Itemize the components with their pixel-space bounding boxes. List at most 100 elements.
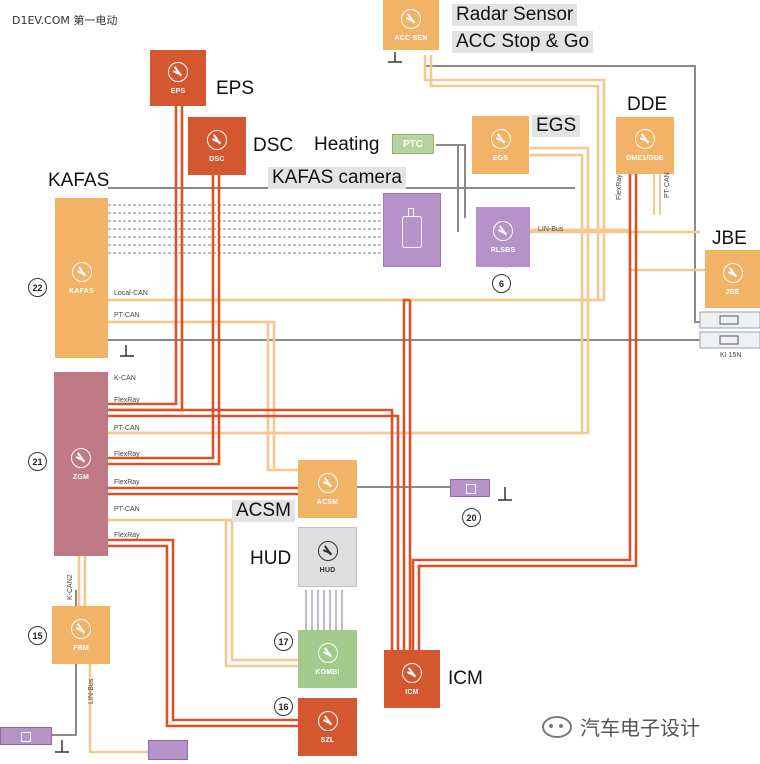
flexray-2-label: FlexRay bbox=[114, 451, 140, 458]
ecu-icon bbox=[317, 540, 338, 561]
dde-module: DME1/DDE bbox=[616, 117, 674, 174]
kafas-camera-label: KAFAS camera bbox=[268, 167, 406, 189]
kombi-number: 17 bbox=[274, 632, 293, 651]
hud-kombi-lines bbox=[305, 590, 343, 630]
zgm-module: ZGM bbox=[54, 372, 108, 556]
acc-sen-module: ACC SEN bbox=[383, 0, 439, 50]
ecu-icon bbox=[71, 618, 91, 639]
jbe-fuse-label: KI 15N bbox=[720, 352, 742, 359]
eps-tag: EPS bbox=[170, 87, 186, 95]
zgm-tag: ZGM bbox=[72, 473, 90, 481]
jbe-fuses bbox=[699, 311, 760, 349]
can-bus-lines bbox=[88, 55, 705, 754]
site-header: D1EV.COM 第一电动 bbox=[12, 14, 118, 27]
kafas-pt-can-label: PT-CAN bbox=[114, 312, 140, 319]
kafas-number: 22 bbox=[28, 278, 47, 297]
zgm-number: 21 bbox=[28, 452, 47, 471]
frm-lin-device-2 bbox=[148, 740, 188, 760]
ecu-icon bbox=[207, 129, 227, 150]
acsm-module: ACSM bbox=[298, 460, 357, 518]
frm-number: 15 bbox=[28, 626, 47, 645]
frm-tag: FRM bbox=[73, 644, 89, 652]
dde-flexray-label: FlexRay bbox=[616, 174, 623, 200]
dde-tag: DME1/DDE bbox=[626, 155, 664, 162]
ecu-icon bbox=[493, 220, 513, 241]
jbe-tag: JBE bbox=[725, 288, 740, 296]
watermark-text: 汽车电子设计 bbox=[580, 716, 700, 740]
ecu-icon bbox=[71, 261, 92, 282]
icm-module: ICM bbox=[384, 650, 440, 708]
dsc-label: DSC bbox=[253, 135, 294, 156]
kafas-module: KAFAS bbox=[55, 198, 108, 358]
frm-module: FRM bbox=[52, 606, 110, 664]
flexray-3-label: FlexRay bbox=[114, 479, 140, 486]
dde-pt-can-label: PT-CAN bbox=[664, 172, 671, 198]
hud-module: HUD bbox=[298, 527, 357, 587]
ecu-icon bbox=[317, 710, 338, 731]
heating-element: PTC bbox=[392, 134, 434, 154]
ecu-icon bbox=[402, 662, 422, 683]
dsc-tag: DSC bbox=[209, 155, 225, 163]
jbe-label: JBE bbox=[712, 228, 747, 249]
k-can2-lines bbox=[77, 556, 87, 610]
jbe-module: JBE bbox=[705, 250, 760, 308]
ground-symbols bbox=[55, 52, 512, 753]
dsc-module: DSC bbox=[188, 117, 246, 175]
szl-tag: SZL bbox=[320, 736, 335, 744]
acsm-label: ACSM bbox=[232, 500, 295, 522]
frm-lin-bus-label: LIN-Bus bbox=[88, 678, 95, 704]
dde-label: DDE bbox=[627, 94, 668, 115]
eps-module: EPS bbox=[150, 50, 206, 106]
egs-tag: EGS bbox=[492, 154, 509, 162]
watermark: 汽车电子设计 bbox=[542, 712, 700, 741]
ecu-icon bbox=[317, 642, 338, 663]
szl-module: SZL bbox=[298, 698, 357, 756]
camera-icon bbox=[402, 208, 422, 248]
rlsbs-number: 6 bbox=[492, 274, 511, 293]
wechat-icon bbox=[542, 715, 572, 738]
kombi-module: KOMBI bbox=[298, 630, 357, 688]
k-can-label: K-CAN bbox=[114, 375, 136, 382]
ecu-icon bbox=[168, 61, 188, 82]
acsm-tag: ACSM bbox=[316, 498, 339, 506]
ecu-icon bbox=[317, 472, 338, 493]
radar-sensor-label: Radar Sensor bbox=[452, 4, 578, 26]
flexray-4-label: FlexRay bbox=[114, 532, 140, 539]
kafas-camera-module bbox=[383, 193, 441, 267]
hud-label: HUD bbox=[250, 548, 292, 569]
rlsbs-tag: RLSBS bbox=[490, 246, 516, 254]
rlsbs-lin-bus-label: LIN-Bus bbox=[538, 226, 564, 233]
camera-signal-lines bbox=[108, 204, 383, 254]
acc-stop-go-label: ACC Stop & Go bbox=[452, 31, 594, 53]
pt-can-2-label: PT-CAN bbox=[114, 506, 140, 513]
szl-number: 16 bbox=[274, 697, 293, 716]
ecu-icon bbox=[71, 447, 91, 468]
ecu-icon bbox=[722, 262, 743, 283]
acc-sen-tag: ACC SEN bbox=[394, 34, 428, 42]
acsm-sensor bbox=[450, 479, 490, 497]
egs-label: EGS bbox=[532, 115, 581, 137]
ecu-icon bbox=[635, 129, 655, 149]
egs-module: EGS bbox=[472, 116, 529, 174]
k-can2-label: K-CAN2 bbox=[67, 574, 74, 600]
icm-label: ICM bbox=[448, 668, 483, 689]
kombi-tag: KOMBI bbox=[315, 668, 340, 676]
acsm-number: 20 bbox=[462, 508, 481, 527]
ecu-icon bbox=[490, 128, 511, 149]
local-can-label: Local-CAN bbox=[114, 290, 148, 297]
flexray-lines bbox=[108, 105, 638, 728]
sensor-icon bbox=[466, 484, 476, 494]
kafas-tag: KAFAS bbox=[69, 287, 94, 295]
dde-lines bbox=[653, 172, 661, 215]
ecu-icon bbox=[401, 8, 421, 29]
hud-tag: HUD bbox=[319, 566, 336, 574]
frm-lin-device-1 bbox=[0, 727, 52, 745]
heating-label: Heating bbox=[314, 134, 380, 155]
icm-tag: ICM bbox=[405, 688, 419, 696]
rlsbs-module: RLSBS bbox=[476, 207, 530, 267]
eps-label: EPS bbox=[216, 78, 255, 99]
sensor-icon bbox=[21, 732, 31, 742]
flexray-1-label: FlexRay bbox=[114, 397, 140, 404]
